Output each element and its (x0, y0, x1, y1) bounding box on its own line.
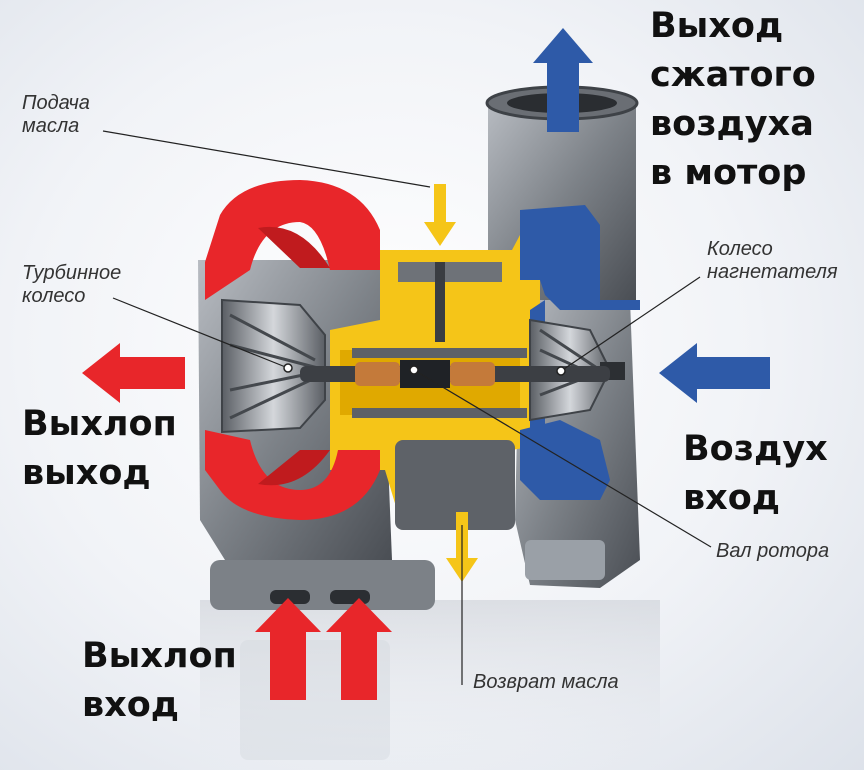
exhaust-out-label: Выхлоп выход (22, 404, 177, 493)
compressed-air-out-arrow (533, 28, 593, 132)
compressor-wheel-label: Колесо нагнетателя (707, 238, 838, 283)
compressed-air-out-label: Выход сжатого воздуха в мотор (650, 6, 816, 193)
exhaust-in-label: Выхлоп вход (82, 636, 237, 725)
leader-dots (283, 363, 566, 376)
exhaust-out-arrow (82, 343, 185, 403)
leader-lines (102, 130, 712, 685)
exhaust-in-arrow-left (255, 598, 321, 700)
air-in-arrow (659, 343, 770, 403)
turbine-wheel (221, 298, 326, 434)
air-in-label: Воздух вход (683, 429, 828, 518)
turbine-volute (205, 180, 380, 520)
exhaust-in-arrow-right (326, 598, 392, 700)
turbine-wheel-label: Турбинное колесо (22, 262, 122, 307)
rotor-shaft (300, 360, 610, 388)
rotor-shaft-label: Вал ротора (716, 540, 830, 562)
oil-return-label: Возврат масла (473, 671, 619, 693)
oil-feed-label: Подача масла (22, 92, 90, 137)
oil-feed-arrow (424, 184, 456, 246)
